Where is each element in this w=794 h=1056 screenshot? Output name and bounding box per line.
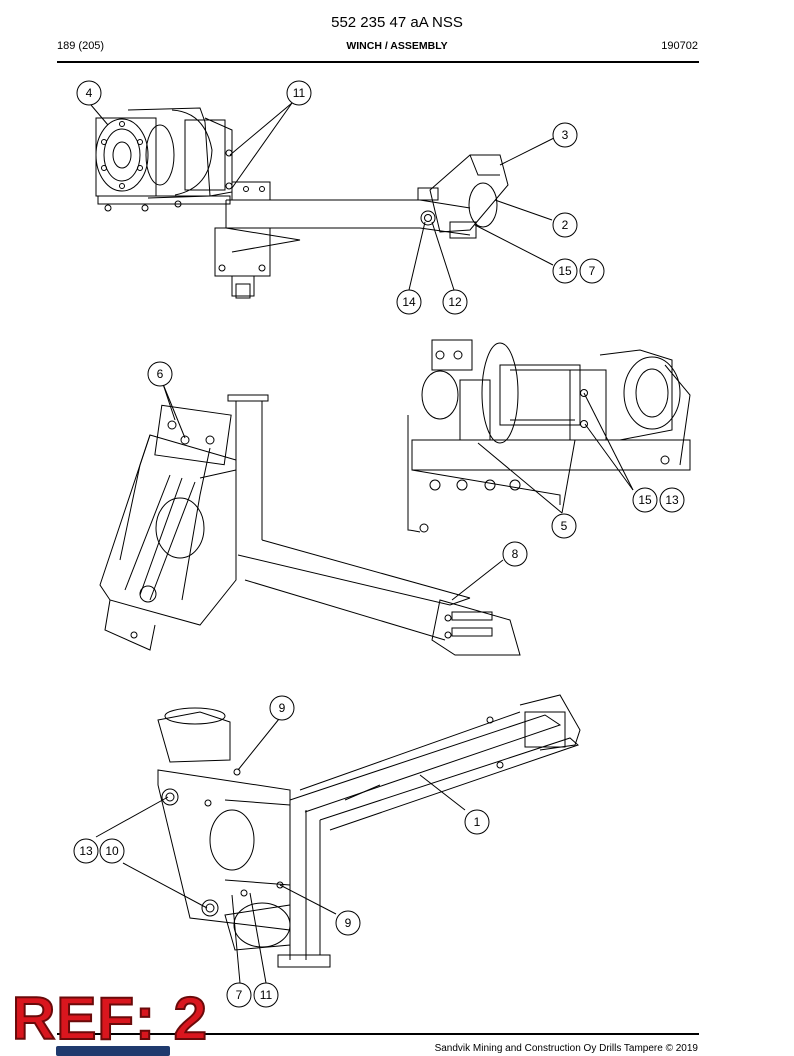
callout-8: 8 — [512, 547, 519, 561]
callout-9: 9 — [345, 916, 352, 930]
callout-15: 15 — [558, 264, 572, 278]
callout-circles — [73, 80, 685, 1008]
document-title: 552 235 47 aA NSS — [331, 14, 463, 31]
sandvik-logo — [56, 1046, 170, 1056]
callout-13: 13 — [79, 844, 93, 858]
callout-2: 2 — [562, 218, 569, 232]
callout-numbers: 4 11 3 2 15 7 14 12 6 8 5 15 13 9 1 13 1… — [79, 86, 679, 1002]
callout-1: 1 — [474, 815, 481, 829]
callout-6: 6 — [157, 367, 164, 381]
view-top-winch — [95, 107, 509, 299]
header-rule — [57, 61, 699, 63]
ref-stamp: REF: 2 — [11, 984, 209, 1053]
callout-7: 7 — [236, 988, 243, 1002]
callout-12: 12 — [448, 295, 462, 309]
callout-3: 3 — [562, 128, 569, 142]
callout-15: 15 — [638, 493, 652, 507]
callout-7: 7 — [589, 264, 596, 278]
callout-14: 14 — [402, 295, 416, 309]
footer-rule — [57, 1033, 699, 1035]
leader-lines — [90, 102, 634, 984]
callout-13: 13 — [665, 493, 679, 507]
callout-11: 11 — [260, 988, 273, 1002]
callout-11: 11 — [293, 86, 306, 100]
view-middle-winch-side — [407, 339, 691, 533]
callout-4: 4 — [86, 86, 93, 100]
view-middle-boom — [99, 394, 521, 656]
view-bottom-assembly — [157, 694, 581, 968]
footer-copyright: Sandvik Mining and Construction Oy Drill… — [434, 1043, 698, 1054]
callout-5: 5 — [561, 519, 568, 533]
date-code: 190702 — [661, 40, 698, 52]
callout-9: 9 — [279, 701, 286, 715]
section-title: WINCH / ASSEMBLY — [346, 40, 448, 52]
callout-10: 10 — [105, 844, 119, 858]
page-number: 189 (205) — [57, 40, 105, 52]
